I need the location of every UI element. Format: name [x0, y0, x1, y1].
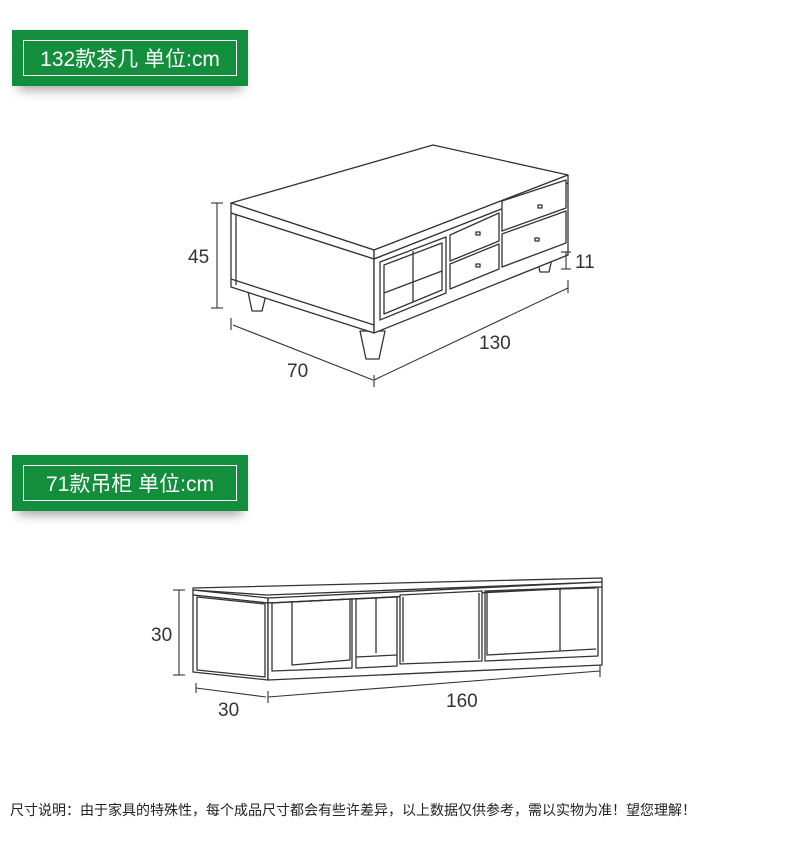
- large-drawer: [501, 210, 567, 268]
- small-drawer: [449, 243, 500, 290]
- coffee-table-drawing: [230, 144, 569, 360]
- dim-length-label: 130: [479, 333, 511, 354]
- badge-frame: 71款吊柜 单位:cm: [23, 465, 237, 501]
- large-drawer: [501, 179, 567, 232]
- small-drawer: [449, 212, 500, 262]
- size-disclaimer: 尺寸说明：由于家具的特殊性，每个成品尺寸都会有些许差异，以上数据仅供参考，需以实…: [10, 803, 696, 819]
- dim-height-label: 30: [151, 625, 172, 646]
- cabinet-side: [192, 594, 269, 681]
- table-leg: [359, 330, 386, 360]
- cabinet-door: [399, 590, 483, 665]
- dim-depth-label: 70: [287, 361, 308, 382]
- section-badge-wall-cabinet: 71款吊柜 单位:cm: [12, 455, 248, 511]
- dim-leg-height-label: 11: [575, 252, 595, 273]
- section-title: 71款吊柜 单位:cm: [45, 473, 215, 496]
- drawer-handle: [534, 237, 540, 242]
- drawer-handle: [475, 231, 481, 236]
- cabinet-top: [192, 577, 603, 596]
- drawer-handle: [537, 204, 543, 209]
- wall-cabinet-drawing: [192, 577, 603, 681]
- dim-height-label: 45: [188, 247, 209, 268]
- dim-length-label: 160: [446, 691, 478, 712]
- drawer-handle: [475, 263, 481, 268]
- dim-depth-label: 30: [218, 700, 239, 721]
- badge-frame: 132款茶几 单位:cm: [23, 40, 237, 76]
- section-badge-coffee-table: 132款茶几 单位:cm: [12, 30, 248, 86]
- section-title: 132款茶几 单位:cm: [40, 48, 220, 71]
